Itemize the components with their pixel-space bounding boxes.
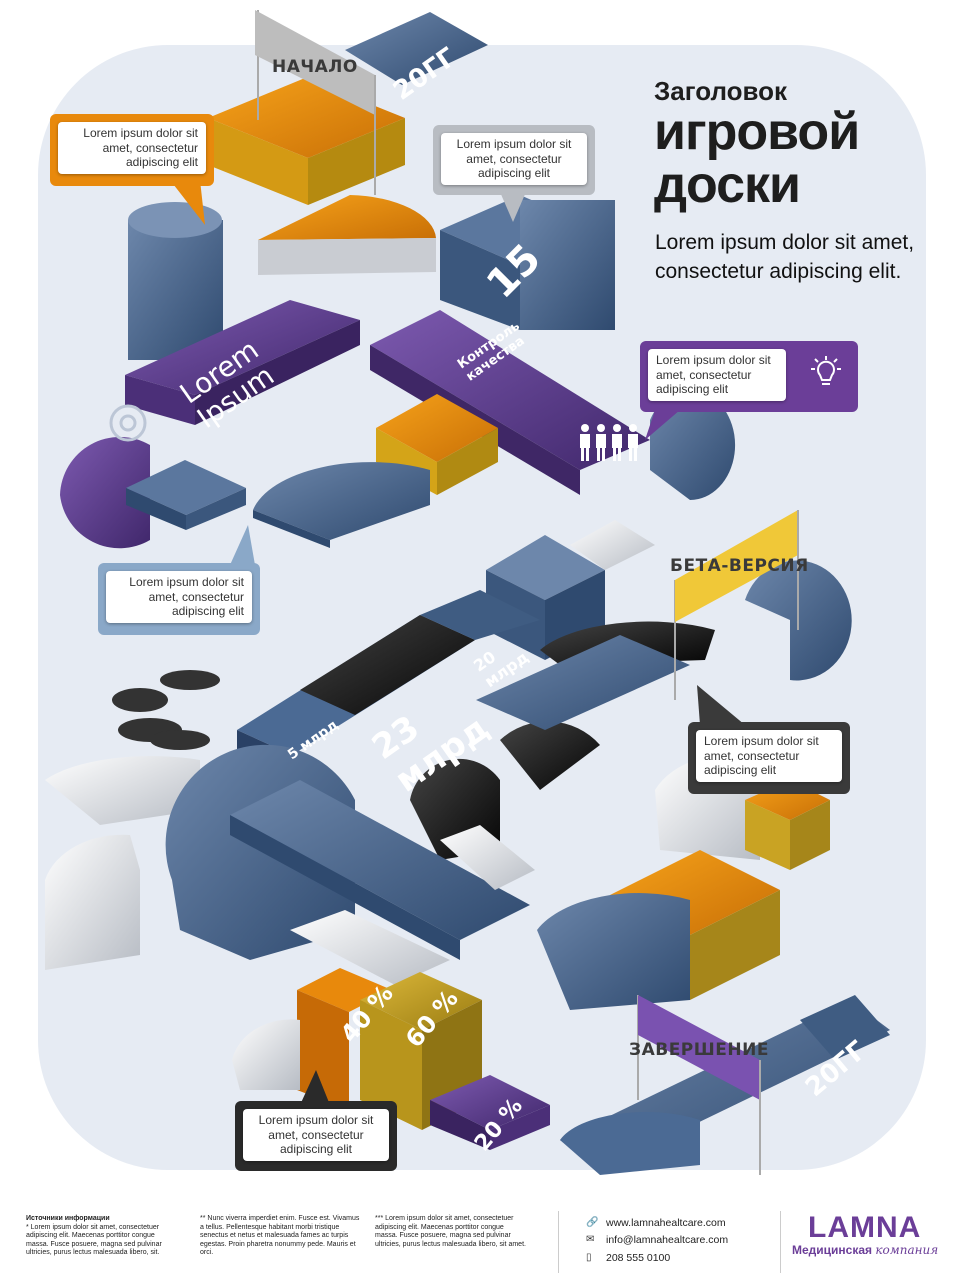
callout-pointer-6 [300,1070,330,1105]
blue-half-disc-right [650,390,736,501]
footer-divider-2 [780,1211,781,1273]
sources-title: Источники информации [26,1215,110,1222]
long-blue-slab [230,780,530,960]
start-label: НАЧАЛО [272,57,358,77]
callout-3: Lorem ipsum dolor sit amet, consectetur … [640,341,858,412]
purple-disc-left [60,436,246,549]
white-quarter-disc-left [45,756,200,970]
callout-4: Lorem ipsum dolor sit amet, consectetur … [98,563,260,635]
callout-5: Lorem ipsum dolor sit amet, consectetur … [688,722,850,794]
website-link[interactable]: www.lamnahealtcare.com [606,1217,726,1229]
callout-pointer-1 [170,180,205,225]
callout-4-text: Lorem ipsum dolor sit amet, consectetur … [106,571,252,623]
bottom-right-gold-block [537,850,780,1010]
source-1: * Lorem ipsum dolor sit amet, consectetu… [26,1223,162,1257]
callout-3-text: Lorem ipsum dolor sit amet, consectetur … [648,349,786,401]
purple-lorem-bar [125,300,360,425]
mid-right-blue-cube [486,520,655,660]
callout-pointer-3 [645,410,680,440]
callout-2: Lorem ipsum dolor sit amet, consectetur … [433,125,595,195]
team-icon [580,424,638,461]
beta-flag [674,510,799,700]
phone-icon: ▯ [586,1252,592,1263]
title-line-1: Заголовок [654,76,788,106]
subtitle: Lorem ipsum dolor sit amet, consectetur … [655,231,915,283]
callout-6: Lorem ipsum dolor sit amet, consectetur … [235,1101,397,1171]
source-2: ** Nunc viverra imperdiet enim. Fusce es… [200,1215,360,1256]
sources-column-1: Источники информации * Lorem ipsum dolor… [26,1215,176,1258]
board-illustration [38,10,926,1175]
title-line-3: доски [654,156,801,214]
blue-slab-right [476,635,690,730]
brand-tagline: Медицинская компания [792,1243,938,1257]
phone-number: 208 555 0100 [606,1252,671,1264]
email-link[interactable]: info@lamnahealtcare.com [606,1234,729,1246]
brand-tagline-2: компания [875,1243,939,1257]
quality-blue-block [440,195,615,330]
pct-purple-cube [430,1075,550,1150]
lightbulb-icon [806,353,846,393]
brand-tagline-1: Медицинская [792,1243,873,1257]
center-orange-cube [376,394,498,495]
finish-flag [637,995,761,1175]
mail-icon: ✉ [586,1234,595,1245]
title-line-2: игровой [654,103,860,161]
bottom-white-disc [232,1019,300,1090]
footer: Источники информации * Lorem ipsum dolor… [0,1205,961,1281]
orange-quarter-disc [258,195,436,275]
footer-divider [558,1211,559,1273]
start-flag [255,10,376,195]
callout-pointer-2 [500,192,526,222]
finish-strip [560,995,890,1175]
link-icon: 🔗 [586,1217,599,1228]
callout-5-text: Lorem ipsum dolor sit amet, consectetur … [696,730,842,782]
callout-2-text: Lorem ipsum dolor sit amet, consectetur … [441,133,587,185]
start-year-bar [345,12,488,85]
finish-label: ЗАВЕРШЕНИЕ [629,1040,769,1060]
callout-6-text: Lorem ipsum dolor sit amet, consectetur … [243,1109,389,1161]
white-slab-center [290,825,535,985]
source-3: *** Lorem ipsum dolor sit amet, consecte… [375,1215,526,1248]
callout-1-text: Lorem ipsum dolor sit amet, consectetur … [58,122,206,174]
beta-label: БЕТА-ВЕРСИЯ [670,556,809,576]
callout-pointer-4 [230,525,255,565]
callout-pointer-5 [697,685,745,725]
game-board [38,10,926,1175]
callout-1: Lorem ipsum dolor sit amet, consectetur … [50,114,214,186]
blue-cylinder-left [128,202,223,360]
gear-icon [109,404,147,442]
brand-logo: LAMNA [808,1211,922,1244]
blue-arc-center [253,462,430,548]
